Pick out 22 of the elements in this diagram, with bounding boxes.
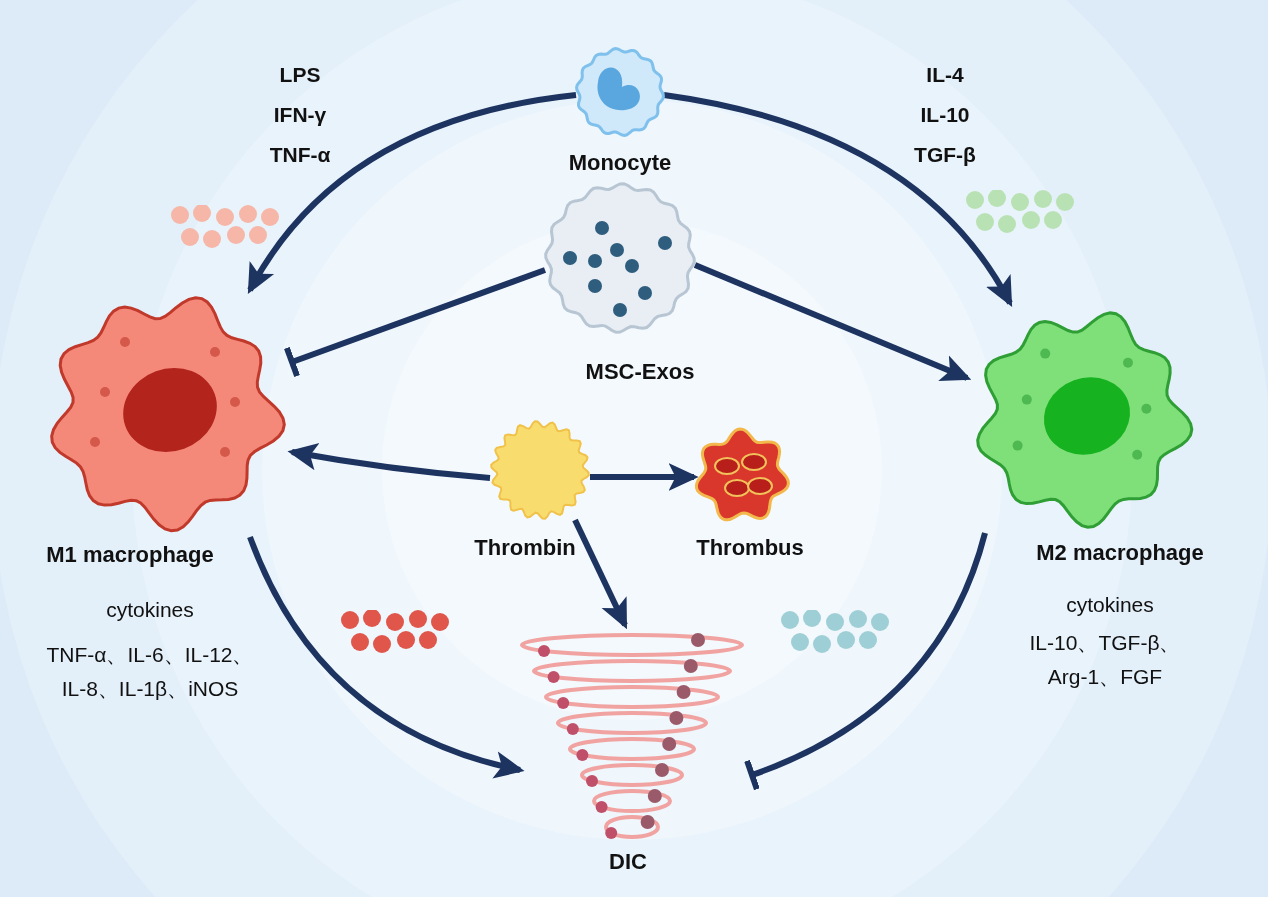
- inhibition-line: [284, 267, 547, 378]
- arrow: [663, 92, 1013, 307]
- arrow: [693, 262, 972, 382]
- cell-label: M1 macrophage: [46, 542, 214, 568]
- cytokine-text: cytokines: [1066, 592, 1154, 618]
- edge-label: LPS IFN-γ TNF-α: [269, 62, 331, 168]
- cell-label: M2 macrophage: [1036, 540, 1204, 566]
- arrow: [287, 442, 491, 481]
- cytokine-text: cytokines: [106, 597, 194, 623]
- edge-label: IL-4 IL-10 TGF-β: [914, 62, 976, 168]
- inhibition-line: [743, 532, 988, 791]
- arrow: [572, 518, 628, 630]
- arrow: [247, 535, 525, 778]
- arrow: [590, 463, 699, 491]
- cell-label: Thrombin: [474, 535, 576, 561]
- cytokine-text: TNF-α、IL-6、IL-12、 IL-8、IL-1β、iNOS: [46, 642, 254, 702]
- cell-label: MSC-Exos: [585, 359, 695, 385]
- arrow: [247, 92, 577, 294]
- cytokine-text: IL-10、TGF-β、 Arg-1、FGF: [1029, 630, 1181, 690]
- cell-label: DIC: [609, 849, 647, 875]
- cell-label: Monocyte: [568, 150, 672, 176]
- cell-label: Thrombus: [696, 535, 804, 561]
